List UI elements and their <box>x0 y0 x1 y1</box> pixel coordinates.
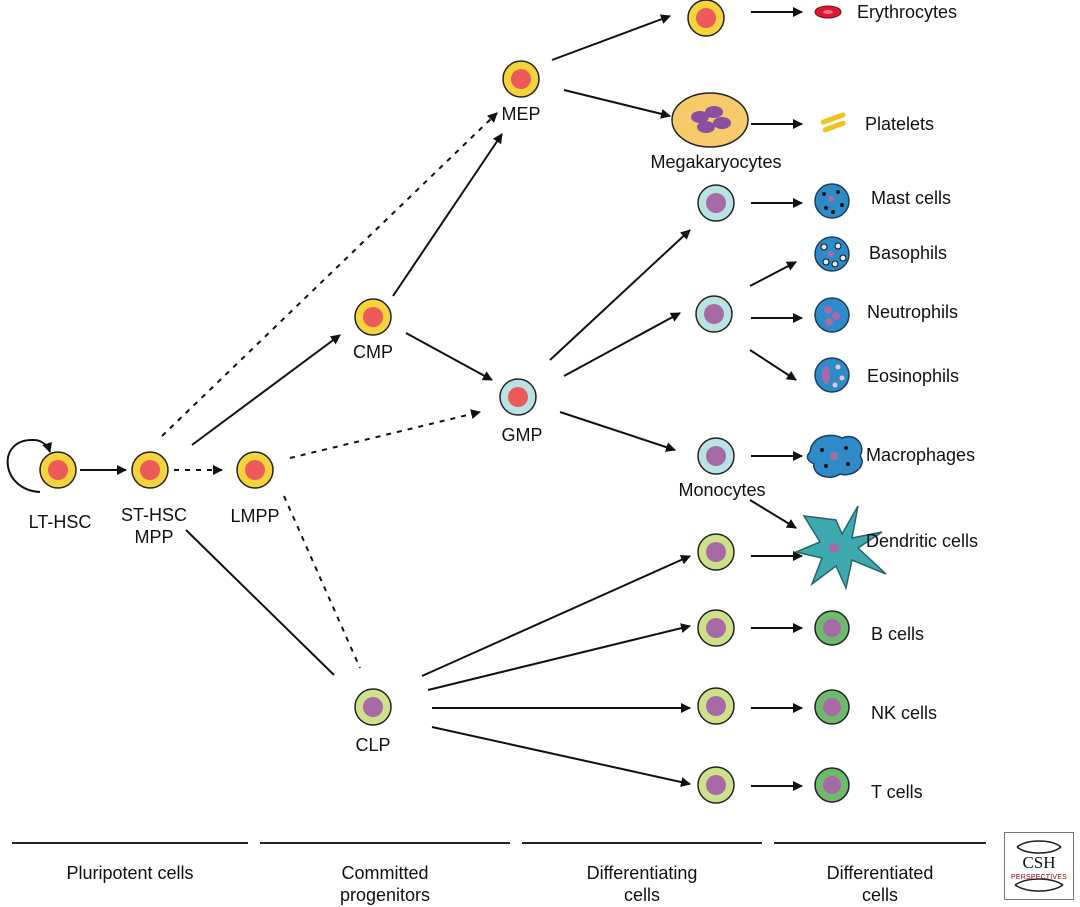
stage-label-pluripotent: Pluripotent cells <box>66 863 194 883</box>
label-cmp: CMP <box>353 342 393 362</box>
arrow-cmp-mep <box>392 133 503 297</box>
label-mpp: MPP <box>134 527 173 547</box>
lt-hsc-cell <box>39 451 77 489</box>
arrow-cmp-gmp <box>405 332 493 381</box>
label-erythrocytes: Erythrocytes <box>857 2 957 22</box>
dna-helix-icon <box>1014 840 1064 892</box>
label-b-cells: B cells <box>871 624 924 644</box>
arrow-monocyte-dendritic <box>749 499 797 529</box>
stage-divider-committed <box>260 842 510 844</box>
erythroid-precursor-cell <box>687 0 725 37</box>
stage-divider-pluripotent <box>12 842 248 844</box>
arrow-gmp-granulocyte-precursor <box>563 312 681 377</box>
label-monocytes: Monocytes <box>678 480 765 500</box>
label-neutrophils: Neutrophils <box>867 302 958 322</box>
erythrocyte-icon <box>814 5 842 19</box>
mep-cell <box>502 60 540 98</box>
label-eosinophils: Eosinophils <box>867 366 959 386</box>
arrow-precursor-basophil <box>749 261 797 287</box>
arrow-precursor-eosinophil <box>749 349 797 381</box>
logo-main-text: CSH <box>1022 853 1056 872</box>
st-hsc-cell <box>131 451 169 489</box>
mast-cell-icon <box>814 183 850 219</box>
label-mast-cells: Mast cells <box>871 188 951 208</box>
platelets-icon <box>820 112 846 133</box>
label-st-hsc: ST-HSC <box>121 505 187 525</box>
gmp-cell <box>499 378 537 416</box>
dendritic-cell-icon <box>793 505 887 591</box>
self-renewal-arrow <box>6 438 52 493</box>
cmp-cell <box>354 298 392 336</box>
clp-cell <box>354 688 392 726</box>
arrow-lmpp-gmp <box>289 409 481 459</box>
label-clp: CLP <box>355 735 390 755</box>
stage-label-committed: Committed progenitors <box>339 863 431 905</box>
arrow-clp-dendritic-precursor <box>421 555 691 677</box>
neutrophil-icon <box>814 297 850 333</box>
label-dendritic-cells: Dendritic cells <box>866 531 978 551</box>
eosinophil-icon <box>814 357 850 393</box>
stage-label-differentiating: Differentiating cells <box>586 863 698 905</box>
connectors <box>6 7 803 791</box>
arrow-mep-megakaryocyte <box>563 89 671 119</box>
label-platelets: Platelets <box>865 114 934 134</box>
stage-label-differentiated: Differentiated cells <box>826 863 934 905</box>
label-lmpp: LMPP <box>230 506 279 526</box>
line-lmpp-clp <box>283 495 361 669</box>
lmpp-cell <box>236 451 274 489</box>
t-cell-icon <box>814 767 850 803</box>
basophil-icon <box>814 236 850 272</box>
label-gmp: GMP <box>501 425 542 445</box>
t-precursor-cell <box>697 766 735 804</box>
b-cell-icon <box>814 610 850 646</box>
label-mep: MEP <box>501 104 540 124</box>
arrow-clp-t-precursor <box>431 726 691 787</box>
arrow-gmp-mast-precursor <box>549 229 691 361</box>
arrow-sthsc-mep <box>161 112 498 437</box>
label-megakaryocytes: Megakaryocytes <box>650 152 781 172</box>
label-t-cells: T cells <box>871 782 923 802</box>
monocyte-cell <box>697 437 735 475</box>
stage-divider-differentiating <box>522 842 762 844</box>
nk-cell-icon <box>814 689 850 725</box>
label-basophils: Basophils <box>869 243 947 263</box>
label-lt-hsc: LT-HSC <box>29 512 92 532</box>
nk-precursor-cell <box>697 687 735 725</box>
csh-perspectives-logo: CSH PERSPECTIVES <box>1004 832 1074 900</box>
arrow-clp-b-precursor <box>427 623 691 691</box>
label-macrophages: Macrophages <box>866 445 975 465</box>
logo-sub-text: PERSPECTIVES <box>1010 874 1068 881</box>
megakaryocyte-cell <box>671 92 749 148</box>
label-nk-cells: NK cells <box>871 703 937 723</box>
line-mpp-clp <box>185 529 335 676</box>
arrow-gmp-monocyte <box>559 411 676 452</box>
granulocyte-precursor-cell <box>695 295 733 333</box>
macrophage-icon <box>806 434 863 478</box>
b-precursor-cell <box>697 609 735 647</box>
stage-divider-differentiated <box>774 842 986 844</box>
arrow-sthsc-cmp <box>191 334 341 446</box>
arrow-mep-ery-precursor <box>551 14 671 61</box>
mast-precursor-cell <box>697 184 735 222</box>
dendritic-precursor-cell <box>697 533 735 571</box>
